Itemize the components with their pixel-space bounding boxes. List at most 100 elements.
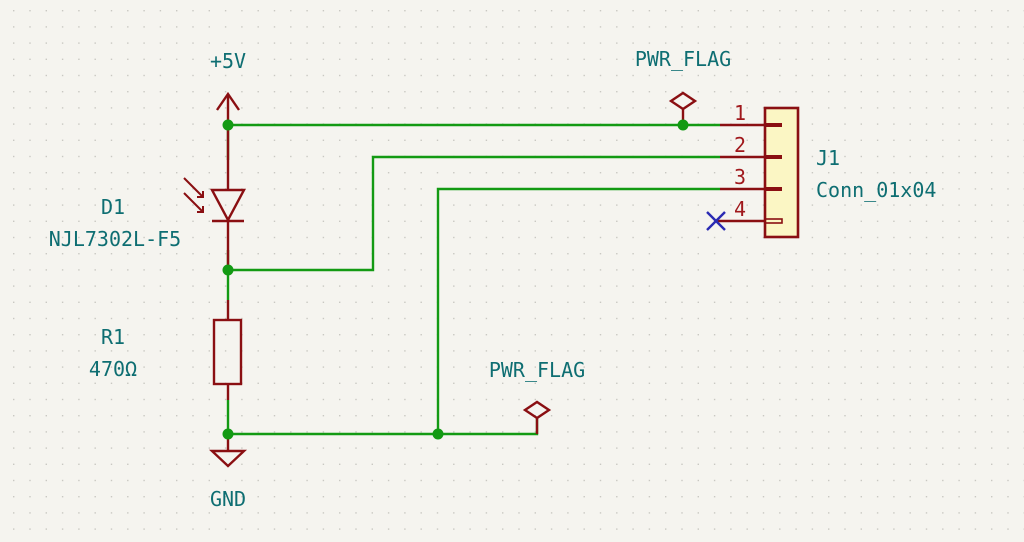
grid-dot (942, 447, 944, 449)
grid-dot (665, 415, 667, 417)
connector-j1-symbol[interactable] (716, 106, 800, 239)
grid-dot (991, 301, 993, 303)
no-connect-icon[interactable] (706, 211, 726, 231)
grid-dot (420, 398, 422, 401)
grid-dot (159, 496, 162, 498)
grid-dot (665, 172, 667, 174)
grid-dot (94, 512, 96, 514)
grid-dot (371, 91, 373, 93)
grid-dot (974, 350, 977, 352)
grid-dot (192, 269, 194, 271)
grid-dot (159, 58, 162, 60)
grid-dot (909, 123, 911, 125)
grid-dot (78, 431, 80, 433)
grid-dot (942, 204, 944, 206)
grid-dot (371, 366, 373, 368)
grid-dot (436, 463, 439, 465)
grid-dot (925, 10, 928, 12)
grid-dot (648, 317, 651, 320)
grid-dot (681, 317, 683, 320)
grid-dot (13, 528, 15, 530)
grid-dot (925, 382, 928, 384)
grid-dot (730, 463, 732, 465)
grid-dot (110, 220, 113, 222)
grid-dot (844, 479, 846, 482)
grid-dot (290, 285, 292, 287)
pwr-flag-bottom-symbol[interactable] (522, 400, 552, 434)
grid-dot (306, 58, 308, 60)
grid-dot (127, 123, 129, 125)
grid-dot (94, 398, 96, 401)
grid-dot (681, 91, 683, 93)
grid-dot (257, 350, 259, 352)
grid-dot (942, 528, 944, 530)
grid-dot (257, 91, 259, 93)
grid-dot (730, 496, 732, 498)
grid-dot (746, 528, 748, 530)
grid-dot (713, 512, 716, 514)
grid-dot (876, 479, 879, 482)
grid-dot (485, 447, 488, 449)
grid-dot (436, 528, 439, 530)
grid-dot (306, 42, 308, 44)
grid-dot (713, 463, 716, 465)
grid-dot (29, 10, 31, 12)
grid-dot (844, 74, 846, 77)
grid-dot (648, 350, 651, 352)
grid-dot (224, 10, 227, 12)
grid-dot (974, 220, 977, 222)
grid-dot (110, 26, 113, 28)
grid-dot (78, 91, 80, 93)
grid-dot (779, 415, 781, 417)
grid-dot (795, 269, 797, 271)
grid-dot (958, 512, 960, 514)
grid-dot (974, 58, 977, 60)
grid-dot (339, 415, 341, 417)
led-d1-symbol[interactable] (183, 125, 246, 270)
grid-dot (45, 447, 47, 449)
grid-dot (697, 415, 699, 417)
grid-dot (909, 42, 911, 44)
grid-dot (241, 10, 243, 12)
resistor-r1-symbol[interactable] (212, 300, 243, 400)
grid-dot (61, 334, 64, 336)
grid-dot (208, 366, 210, 368)
grid-dot (273, 479, 276, 482)
wire-gnd-to-pin3[interactable] (436, 187, 720, 434)
grid-dot (844, 398, 846, 401)
grid-dot (502, 366, 504, 368)
grid-dot (61, 42, 64, 44)
grid-dot (322, 334, 325, 336)
wire-led-to-pin2[interactable] (228, 155, 720, 272)
grid-dot (371, 479, 373, 482)
grid-dot (13, 58, 15, 60)
grid-dot (29, 139, 31, 141)
grid-dot (518, 431, 520, 433)
grid-dot (94, 123, 96, 125)
grid-dot (681, 350, 683, 352)
grid-dot (730, 301, 732, 303)
grid-dot (355, 512, 357, 514)
grid-dot (420, 10, 422, 12)
grid-dot (404, 42, 406, 44)
grid-dot (681, 236, 683, 239)
grid-dot (306, 479, 308, 482)
grid-dot (257, 155, 259, 158)
grid-dot (550, 528, 553, 530)
grid-dot (322, 253, 325, 255)
grid-dot (224, 91, 227, 93)
grid-dot (909, 317, 911, 320)
grid-dot (322, 382, 325, 384)
grid-dot (1007, 366, 1009, 368)
grid-dot (942, 382, 944, 384)
grid-dot (29, 496, 31, 498)
grid-dot (697, 91, 699, 93)
grid-dot (795, 431, 797, 433)
grid-dot (290, 528, 292, 530)
grid-dot (893, 447, 895, 449)
grid-dot (828, 188, 830, 190)
grid-dot (469, 382, 471, 384)
grid-dot (290, 431, 292, 433)
grid-dot (127, 382, 129, 384)
